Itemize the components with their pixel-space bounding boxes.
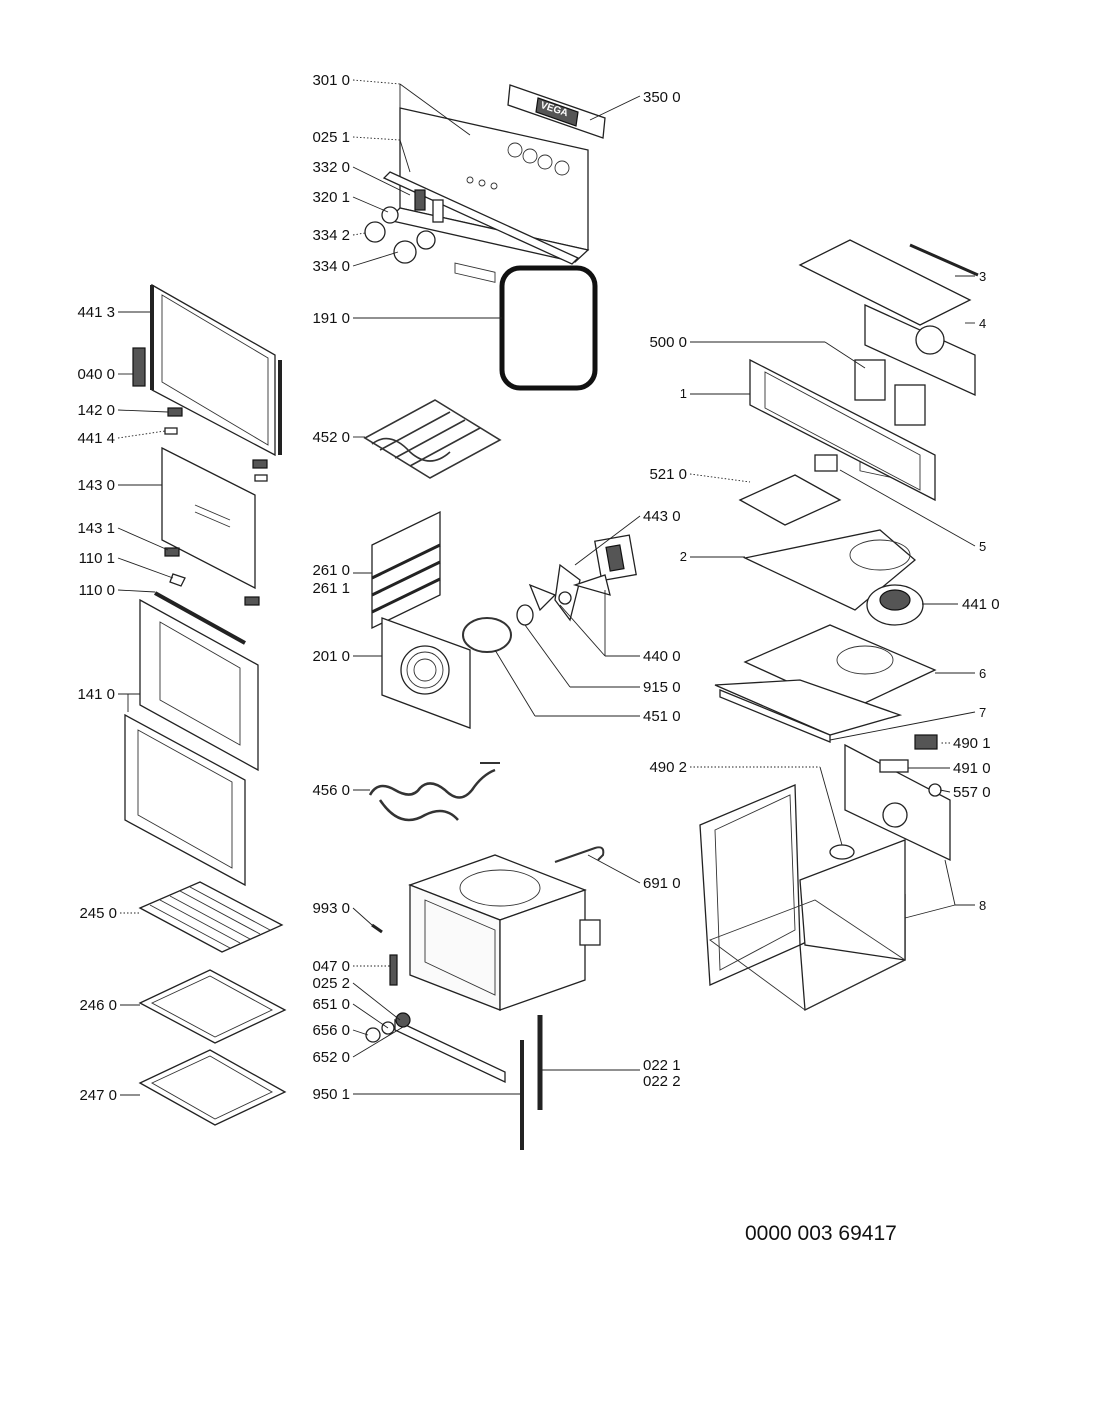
label-491-0: 491 0	[953, 760, 991, 777]
label-334-2: 334 2	[312, 227, 350, 244]
shields-and-cooling-fan	[714, 529, 937, 743]
part-labels: 301 0 350 0 025 1 332 0 320 1 334 2 334 …	[77, 72, 999, 1104]
racks-and-trays	[138, 881, 287, 1126]
label-143-0: 143 0	[77, 477, 115, 494]
center-components	[363, 399, 512, 822]
label-915-0: 915 0	[643, 679, 681, 696]
label-047-0: 047 0	[312, 958, 350, 975]
label-191-0: 191 0	[312, 310, 350, 327]
fan-motor-assembly	[516, 534, 637, 626]
label-451-0: 451 0	[643, 708, 681, 725]
label-245-0: 245 0	[79, 905, 117, 922]
label-350-0: 350 0	[643, 89, 681, 106]
label-2: 2	[680, 549, 687, 564]
leader-lines	[117, 79, 976, 1096]
label-246-0: 246 0	[79, 997, 117, 1014]
label-142-0: 142 0	[77, 402, 115, 419]
label-452-0: 452 0	[312, 429, 350, 446]
document-number: 0000 003 69417	[745, 1222, 897, 1245]
door-assembly	[124, 283, 282, 887]
label-456-0: 456 0	[312, 782, 350, 799]
label-521-0: 521 0	[649, 466, 687, 483]
label-141-0: 141 0	[77, 686, 115, 703]
label-022-2: 022 2	[643, 1073, 681, 1090]
label-332-0: 332 0	[312, 159, 350, 176]
control-panel-assembly: VEGA	[364, 84, 606, 283]
label-6: 6	[979, 666, 986, 681]
label-656-0: 656 0	[312, 1022, 350, 1039]
label-691-0: 691 0	[643, 875, 681, 892]
label-652-0: 652 0	[312, 1049, 350, 1066]
label-334-0: 334 0	[312, 258, 350, 275]
label-261-0: 261 0	[312, 562, 350, 579]
label-025-1: 025 1	[312, 129, 350, 146]
outer-casing-assembly	[699, 734, 951, 1012]
label-950-1: 950 1	[312, 1086, 350, 1103]
label-261-1: 261 1	[312, 580, 350, 597]
label-022-1: 022 1	[643, 1057, 681, 1074]
label-490-2: 490 2	[649, 759, 687, 776]
rear-panel-assembly	[738, 239, 979, 526]
door-seal	[499, 265, 598, 391]
label-8: 8	[979, 898, 986, 913]
label-441-0: 441 0	[962, 596, 1000, 613]
label-4: 4	[979, 316, 986, 331]
label-490-1: 490 1	[953, 735, 991, 752]
label-5: 5	[979, 539, 986, 554]
label-301-0: 301 0	[312, 72, 350, 89]
label-025-2: 025 2	[312, 975, 350, 992]
label-7: 7	[979, 705, 986, 720]
oven-cavity	[365, 846, 605, 1150]
label-441-4: 441 4	[77, 430, 115, 447]
label-201-0: 201 0	[312, 648, 350, 665]
label-040-0: 040 0	[77, 366, 115, 383]
label-110-1: 110 1	[79, 550, 115, 567]
label-320-1: 320 1	[312, 189, 350, 206]
label-651-0: 651 0	[312, 996, 350, 1013]
label-441-3: 441 3	[77, 304, 115, 321]
label-1: 1	[680, 386, 687, 401]
label-993-0: 993 0	[312, 900, 350, 917]
label-440-0: 440 0	[643, 648, 681, 665]
vega-logo-plate: VEGA	[507, 84, 606, 139]
label-500-0: 500 0	[649, 334, 687, 351]
label-557-0: 557 0	[953, 784, 991, 801]
label-143-1: 143 1	[77, 520, 115, 537]
label-110-0: 110 0	[79, 582, 115, 599]
label-443-0: 443 0	[643, 508, 681, 525]
label-247-0: 247 0	[79, 1087, 117, 1104]
label-3: 3	[979, 269, 986, 284]
